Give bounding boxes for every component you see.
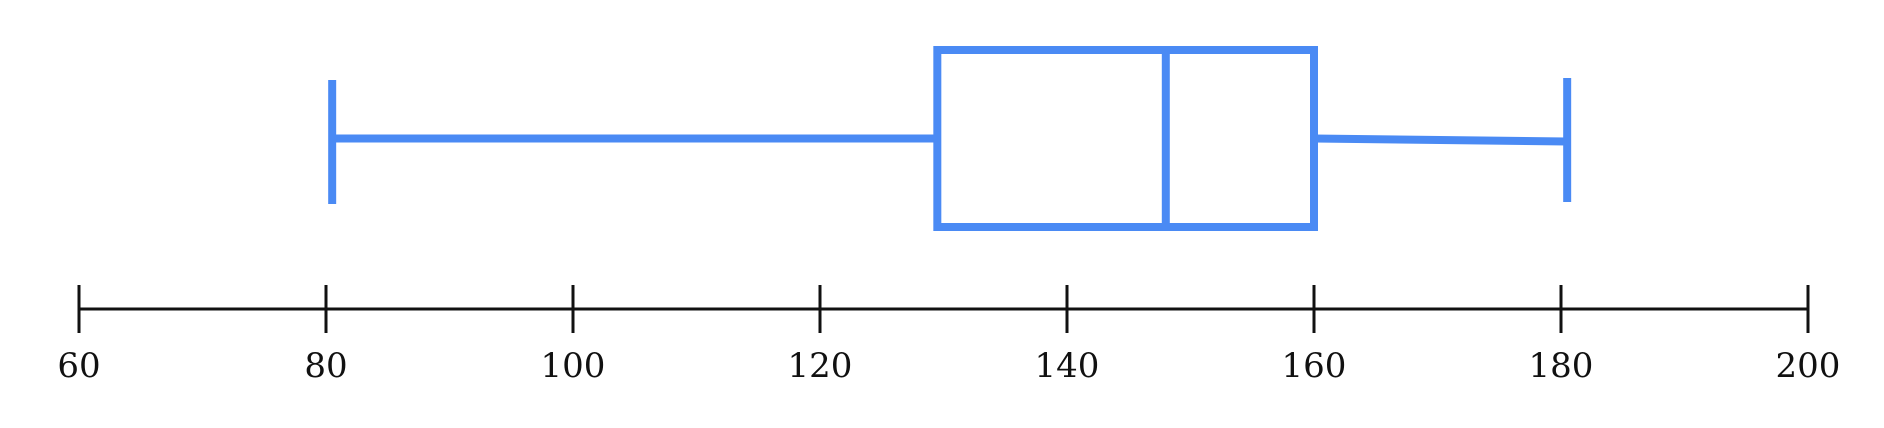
x-axis-tick-label: 120 [788,346,853,386]
x-axis-tick-label: 80 [304,346,347,386]
x-axis-tick-label: 140 [1035,346,1100,386]
x-axis-tick-label: 60 [57,346,100,386]
x-axis-tick-label: 180 [1529,346,1594,386]
interquartile-box [933,46,1318,231]
x-axis-tick-label: 200 [1776,346,1841,386]
box-plot [328,46,1572,231]
x-axis-tick-label: 160 [1282,346,1347,386]
upper-whisker [1313,134,1568,146]
x-axis: 60 80 100 120 140 160 180 200 [57,285,1840,386]
x-axis-tick-label: 100 [541,346,606,386]
